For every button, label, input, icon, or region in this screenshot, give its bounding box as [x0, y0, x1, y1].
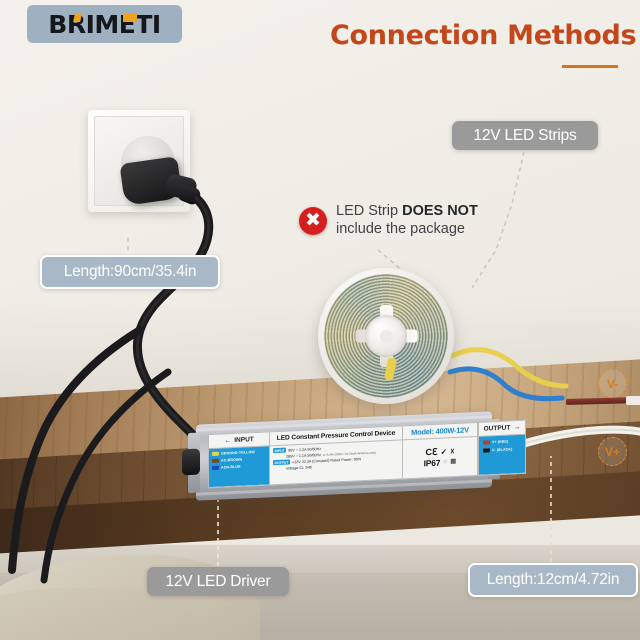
label-input-text: INPUT	[234, 436, 254, 444]
wire-color-swatch	[212, 465, 219, 470]
wire-label: ACN-BLUE	[221, 464, 241, 470]
warning-line1-prefix: LED Strip	[336, 203, 403, 219]
label-model-section: Model: 400W-12V Cℇ ✓ ☓ IP67 ◌ ▦	[402, 422, 477, 479]
warning-line1-bold: DOES NOT	[402, 203, 478, 219]
arrow-right-icon: →	[513, 423, 521, 432]
polarity-positive-marker: V+	[598, 437, 627, 466]
wire-color-swatch	[212, 451, 219, 456]
label-spec-lines: INPUT 85V ~ 1.2A 50/60Hz 265V ~ 1.1A 50/…	[270, 440, 402, 484]
callout-input-cable-length: Length:90cm/35.4in	[40, 255, 220, 289]
driver-input-cable-gland	[182, 448, 200, 476]
brand-logo-text: BRIMETI	[48, 9, 161, 39]
wire-color-swatch	[212, 458, 219, 463]
package-warning: ✖ LED Strip DOES NOT include the package	[299, 203, 478, 239]
sofa-cushion-secondary	[0, 588, 190, 640]
wire-label: V- (BLACK)	[492, 447, 513, 453]
brand-logo-badge: BRIMETI	[27, 5, 182, 43]
led-driver-device: ← INPUT GROUND-YELLOW AC-BROWN ACN-BLUE	[182, 411, 526, 501]
wire-label: AC-BROWN	[221, 457, 243, 463]
label-spec-section: LED Constant Pressure Control Device INP…	[270, 426, 402, 484]
wire-row: V- (BLACK)	[483, 447, 522, 453]
page-title: Connection Methods	[330, 20, 637, 51]
spec-text: Voltage CL 3/4b	[286, 464, 313, 471]
output-wire-tip	[626, 396, 640, 405]
reel-hub-center	[380, 330, 393, 343]
ce-mark-icon: Cℇ	[425, 446, 438, 458]
spec-tag: INPUT	[273, 447, 287, 454]
warning-line2: include the package	[336, 220, 465, 237]
ip-rating-text: IP67	[423, 457, 441, 469]
wire-color-swatch	[483, 448, 490, 453]
label-output-text: OUTPUT	[483, 424, 511, 433]
title-underline-accent	[562, 65, 618, 68]
tuv-icon: ▦	[450, 457, 457, 465]
spec-text: 85V ~ 1.2A 50/60Hz	[288, 446, 322, 453]
rohs-check-icon: ✓	[440, 446, 448, 457]
spec-tag: OUTPUT	[273, 459, 290, 466]
led-strip-reel	[318, 268, 454, 404]
wire-row: GROUND-YELLOW	[212, 449, 267, 456]
label-certifications: Cℇ ✓ ☓ IP67 ◌ ▦	[403, 437, 477, 478]
label-input-wires: GROUND-YELLOW AC-BROWN ACN-BLUE	[209, 446, 269, 488]
wire-row: AC-BROWN	[212, 456, 267, 463]
polarity-negative-marker: V-	[598, 369, 627, 398]
error-x-icon: ✖	[299, 206, 327, 235]
logo-accent-bar	[123, 14, 137, 22]
wire-row: ACN-BLUE	[212, 463, 267, 470]
wire-label: GROUND-YELLOW	[221, 450, 255, 456]
callout-led-strips: 12V LED Strips	[452, 121, 598, 150]
ce-circle-icon: ◌	[443, 458, 448, 466]
warning-text: LED Strip DOES NOT include the package	[336, 203, 478, 239]
label-output-section: OUTPUT → V+ (RED) V- (BLACK)	[478, 419, 526, 476]
callout-led-driver: 12V LED Driver	[147, 567, 289, 596]
reel-hub	[365, 315, 407, 357]
weee-bin-icon: ☓	[450, 446, 455, 456]
arrow-left-icon: ←	[224, 437, 232, 445]
label-input-section: ← INPUT GROUND-YELLOW AC-BROWN ACN-BLUE	[209, 432, 270, 488]
wire-label: V+ (RED)	[492, 439, 509, 445]
wire-color-swatch	[483, 440, 490, 445]
label-output-wires: V+ (RED) V- (BLACK)	[479, 434, 525, 475]
callout-output-cable-length: Length:12cm/4.72in	[468, 563, 638, 597]
cert-row-top: Cℇ ✓ ☓	[425, 446, 455, 458]
x-glyph: ✖	[305, 209, 321, 232]
wire-row: V+ (RED)	[483, 439, 522, 445]
cert-row-bottom: IP67 ◌ ▦	[423, 457, 457, 469]
